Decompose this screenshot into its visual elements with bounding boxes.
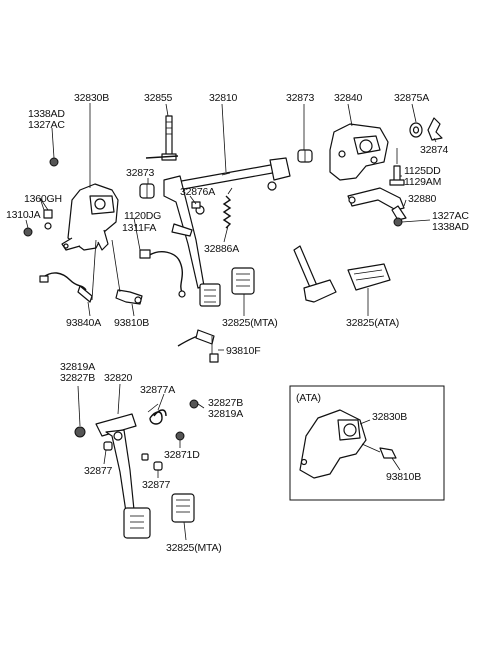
label-1338AD-right: 1338AD	[432, 221, 469, 233]
bushing-32873-top	[297, 149, 313, 163]
clutch-pedal-arm	[163, 175, 221, 307]
pedal-bracket-32830B	[61, 183, 119, 251]
label-32830B-inset: 32830B	[372, 411, 407, 423]
switch-93840A	[39, 239, 97, 303]
label-32874: 32874	[420, 144, 449, 156]
spring-32886A	[222, 187, 233, 229]
pedal-pad-32825-mta	[231, 267, 255, 295]
inset-box-ata	[289, 385, 445, 501]
label-1338AD-top: 1338AD	[28, 108, 65, 120]
wire-harness-1311FA	[139, 249, 186, 298]
spring-32877A	[147, 403, 167, 425]
label-32855: 32855	[144, 92, 173, 104]
nut-32819A-left	[74, 426, 86, 438]
label-32871D: 32871D	[164, 449, 200, 461]
bushing-32877-left	[103, 441, 113, 451]
switch-93810F	[177, 329, 219, 363]
label-93810F: 93810F	[226, 345, 260, 357]
label-32875A: 32875A	[394, 92, 429, 104]
label-32877-right: 32877	[142, 479, 171, 491]
label-93810B-inset: 93810B	[386, 471, 421, 483]
label-32825-mta-top: 32825(MTA)	[222, 317, 278, 329]
bracket-32840	[329, 123, 389, 181]
bushing-32873-mid	[139, 183, 155, 199]
label-93840A: 93840A	[66, 317, 101, 329]
label-1120DG: 1120DG	[124, 210, 161, 222]
label-32825-ata: 32825(ATA)	[346, 317, 399, 329]
label-32880: 32880	[408, 193, 437, 205]
label-32886A: 32886A	[204, 243, 239, 255]
label-32873-mid: 32873	[126, 167, 155, 179]
bushing-32871D	[175, 431, 185, 441]
lever-32880	[347, 187, 407, 221]
clip-32876A	[191, 201, 205, 215]
bushing-32877-right	[141, 453, 163, 471]
nut-32827B-right	[189, 399, 199, 409]
label-1311FA: 1311FA	[122, 222, 156, 234]
pedal-pad-32825-mta-bottom	[171, 493, 195, 523]
label-32840: 32840	[334, 92, 363, 104]
label-1310JA: 1310JA	[6, 209, 41, 221]
label-32810: 32810	[209, 92, 238, 104]
nut-1327AC-right	[393, 217, 403, 227]
label-32876A: 32876A	[180, 186, 215, 198]
label-32827B-left: 32827B	[60, 372, 95, 384]
label-32825-mta-bottom: 32825(MTA)	[166, 542, 222, 554]
label-32820: 32820	[104, 372, 133, 384]
nut-1338AD	[49, 157, 59, 167]
label-1360GH: 1360GH	[24, 193, 62, 205]
label-32877A: 32877A	[140, 384, 175, 396]
label-1129AM: 1129AM	[404, 176, 441, 188]
label-1327AC-top: 1327AC	[28, 119, 65, 131]
label-1327AC-right: 1327AC	[432, 210, 469, 222]
bolt-32855	[145, 115, 179, 161]
label-93810B: 93810B	[114, 317, 149, 329]
bolt-1125DD	[389, 148, 405, 186]
inset-title: (ATA)	[296, 392, 321, 404]
bolt-1360GH	[39, 197, 53, 219]
pedal-pad-32825-ata	[347, 263, 391, 291]
brake-pedal-ata	[293, 245, 337, 303]
label-32827B-right: 32827B	[208, 397, 243, 409]
label-1125DD: 1125DD	[404, 165, 441, 177]
label-32877-left: 32877	[84, 465, 113, 477]
label-32819A-right: 32819A	[208, 408, 243, 420]
nut-1310JA	[23, 222, 52, 237]
part-labels: 32830B 1338AD 1327AC 32855 32810 32873 3…	[6, 92, 470, 554]
brake-pedal-32820	[95, 413, 151, 539]
switch-93810B	[111, 239, 143, 305]
leader-lines	[25, 103, 437, 541]
label-32873-top: 32873	[286, 92, 315, 104]
label-32830B: 32830B	[74, 92, 109, 104]
clip-32874	[427, 117, 443, 141]
label-32819A-left: 32819A	[60, 361, 95, 373]
washer-32875A	[409, 122, 423, 138]
